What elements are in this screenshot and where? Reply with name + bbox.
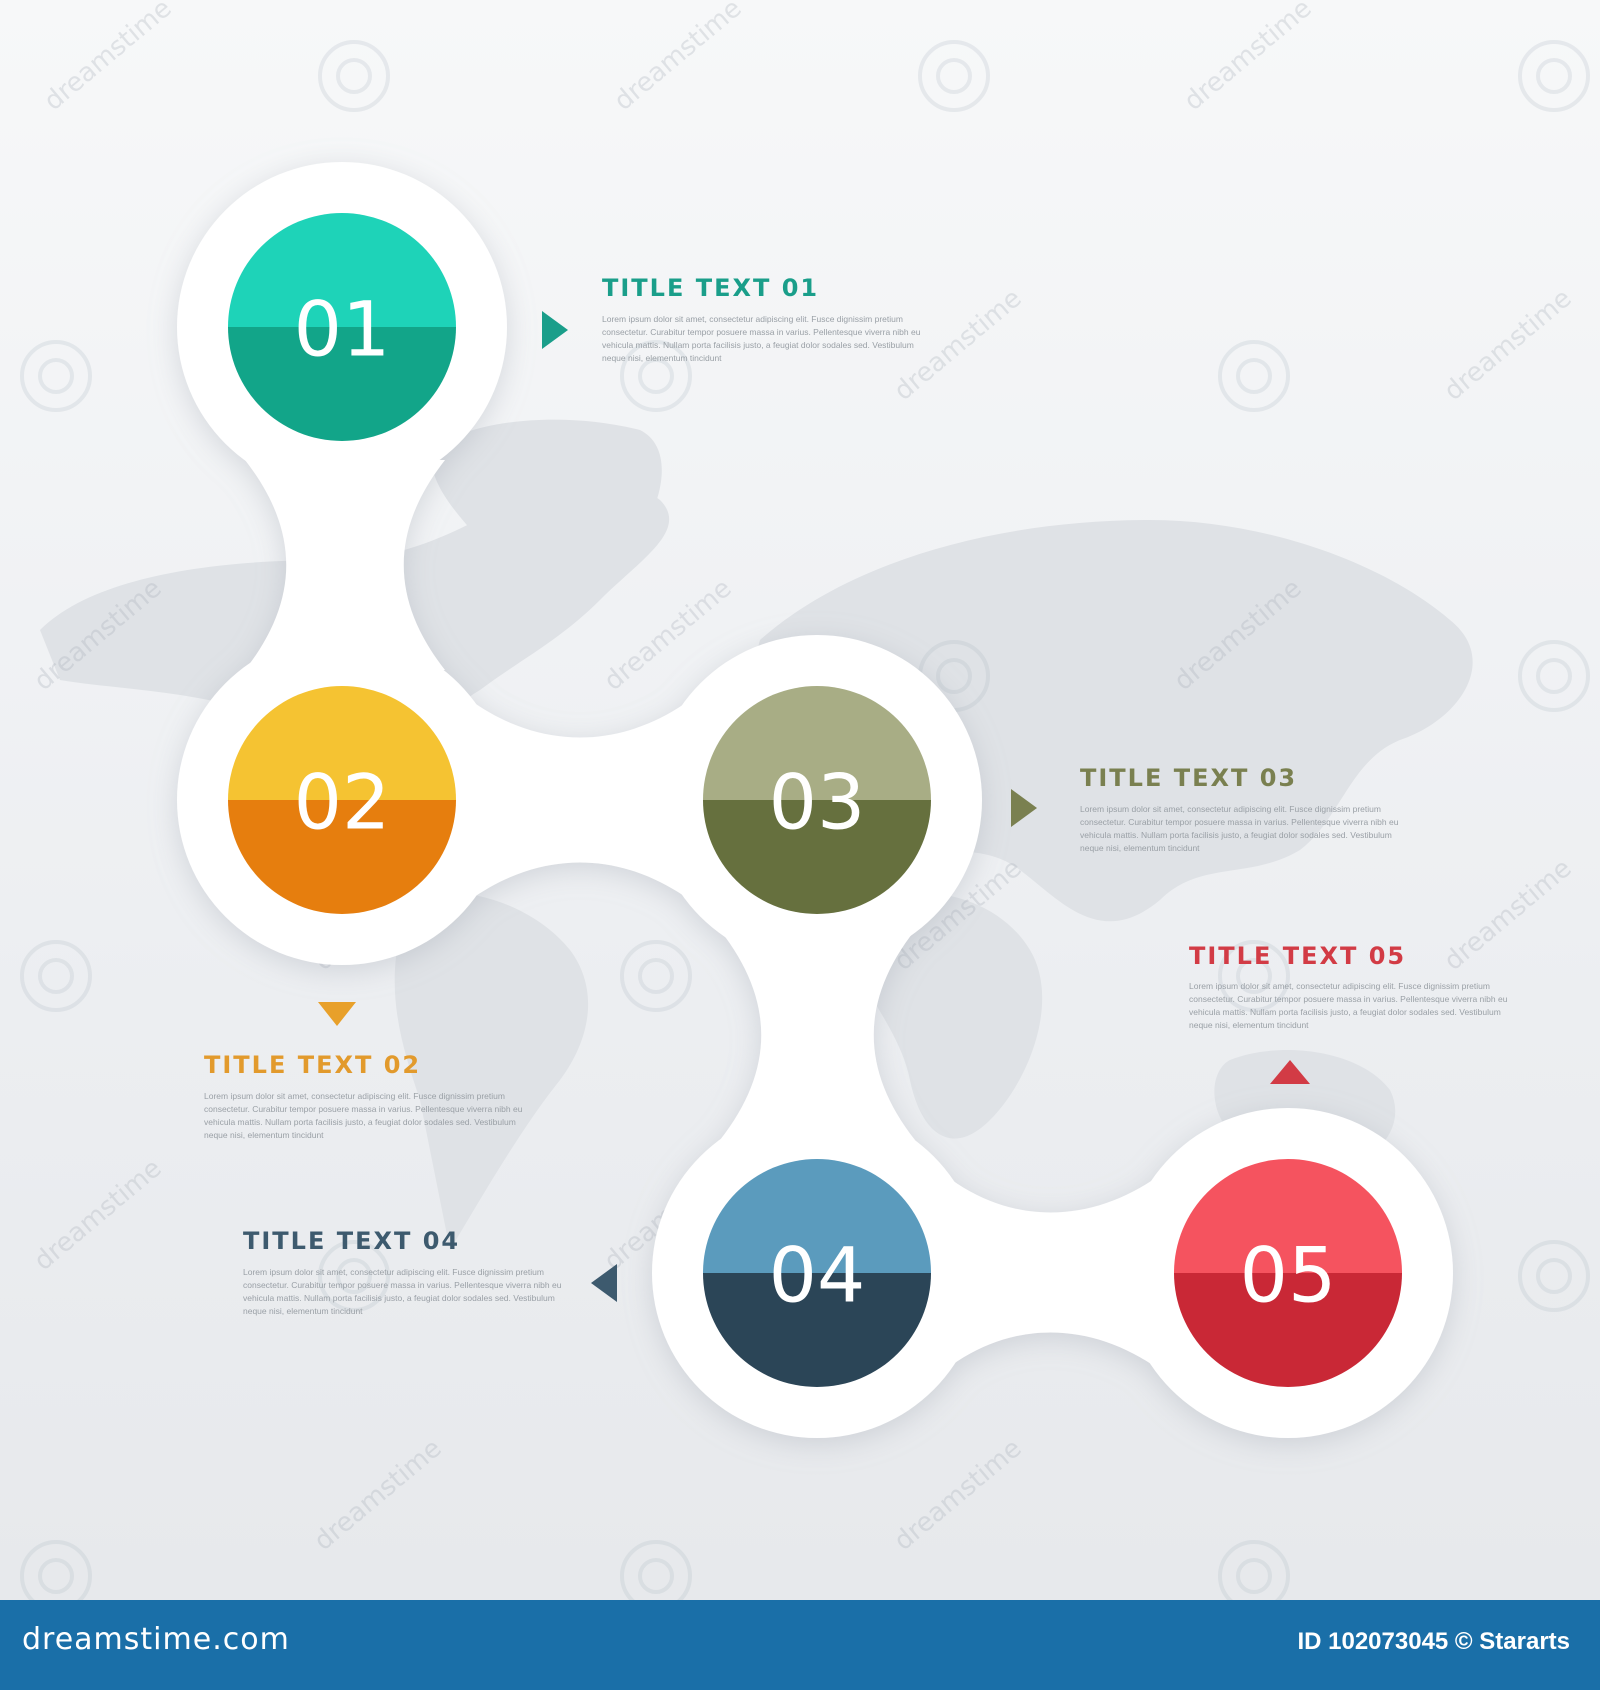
step-number-04: 04 (769, 1231, 866, 1320)
watermark-logo-icon (1518, 40, 1590, 112)
step-description-05: Lorem ipsum dolor sit amet, consectetur … (1189, 981, 1508, 1030)
step-number-03: 03 (769, 758, 866, 847)
step-title-02: TITLE TEXT 02 (204, 1051, 422, 1079)
step-description-03: Lorem ipsum dolor sit amet, consectetur … (1080, 804, 1399, 853)
watermark-logo-icon (918, 40, 990, 112)
step-circle-04 (703, 1159, 931, 1387)
step-description-01: Lorem ipsum dolor sit amet, consectetur … (602, 314, 921, 363)
arrow-down-icon (318, 1002, 356, 1026)
footer-bar: dreamstime.com ID 102073045 © Stararts (0, 1600, 1600, 1690)
watermark-logo-icon (318, 1240, 390, 1312)
step-title-04: TITLE TEXT 04 (243, 1227, 461, 1255)
watermark-logo-icon (318, 40, 390, 112)
step-description-04: Lorem ipsum dolor sit amet, consectetur … (243, 1267, 562, 1316)
step-number-02: 02 (294, 758, 391, 847)
watermark-logo-icon (1218, 340, 1290, 412)
step-circle-05 (1174, 1159, 1402, 1387)
footer-image-id: ID 102073045 © Stararts (1297, 1628, 1570, 1655)
arrow-left-icon (591, 1264, 617, 1302)
watermark-logo-icon (20, 940, 92, 1012)
step-network-diagram: 01 02 03 04 05 (177, 162, 1453, 1438)
watermark-logo-icon (1518, 1240, 1590, 1312)
step-circle-01 (228, 213, 456, 441)
step-number-01: 01 (294, 285, 391, 374)
footer-site-name: dreamstime.com (22, 1622, 290, 1657)
step-title-01: TITLE TEXT 01 (602, 274, 820, 302)
step-description-02: Lorem ipsum dolor sit amet, consectetur … (204, 1091, 523, 1140)
step-title-05: TITLE TEXT 05 (1189, 942, 1407, 970)
step-number-05: 05 (1240, 1231, 1337, 1320)
watermark-logo-icon (1218, 940, 1290, 1012)
arrow-up-icon (1270, 1060, 1310, 1084)
step-circle-03 (703, 686, 931, 914)
step-circle-02 (228, 686, 456, 914)
watermark-logo-icon (620, 940, 692, 1012)
watermark-logo-icon (1518, 640, 1590, 712)
arrow-right-icon (1011, 789, 1037, 827)
arrow-right-icon (542, 311, 568, 349)
watermark-logo-icon (20, 340, 92, 412)
step-title-03: TITLE TEXT 03 (1080, 764, 1298, 792)
watermark-logo-icon (620, 340, 692, 412)
